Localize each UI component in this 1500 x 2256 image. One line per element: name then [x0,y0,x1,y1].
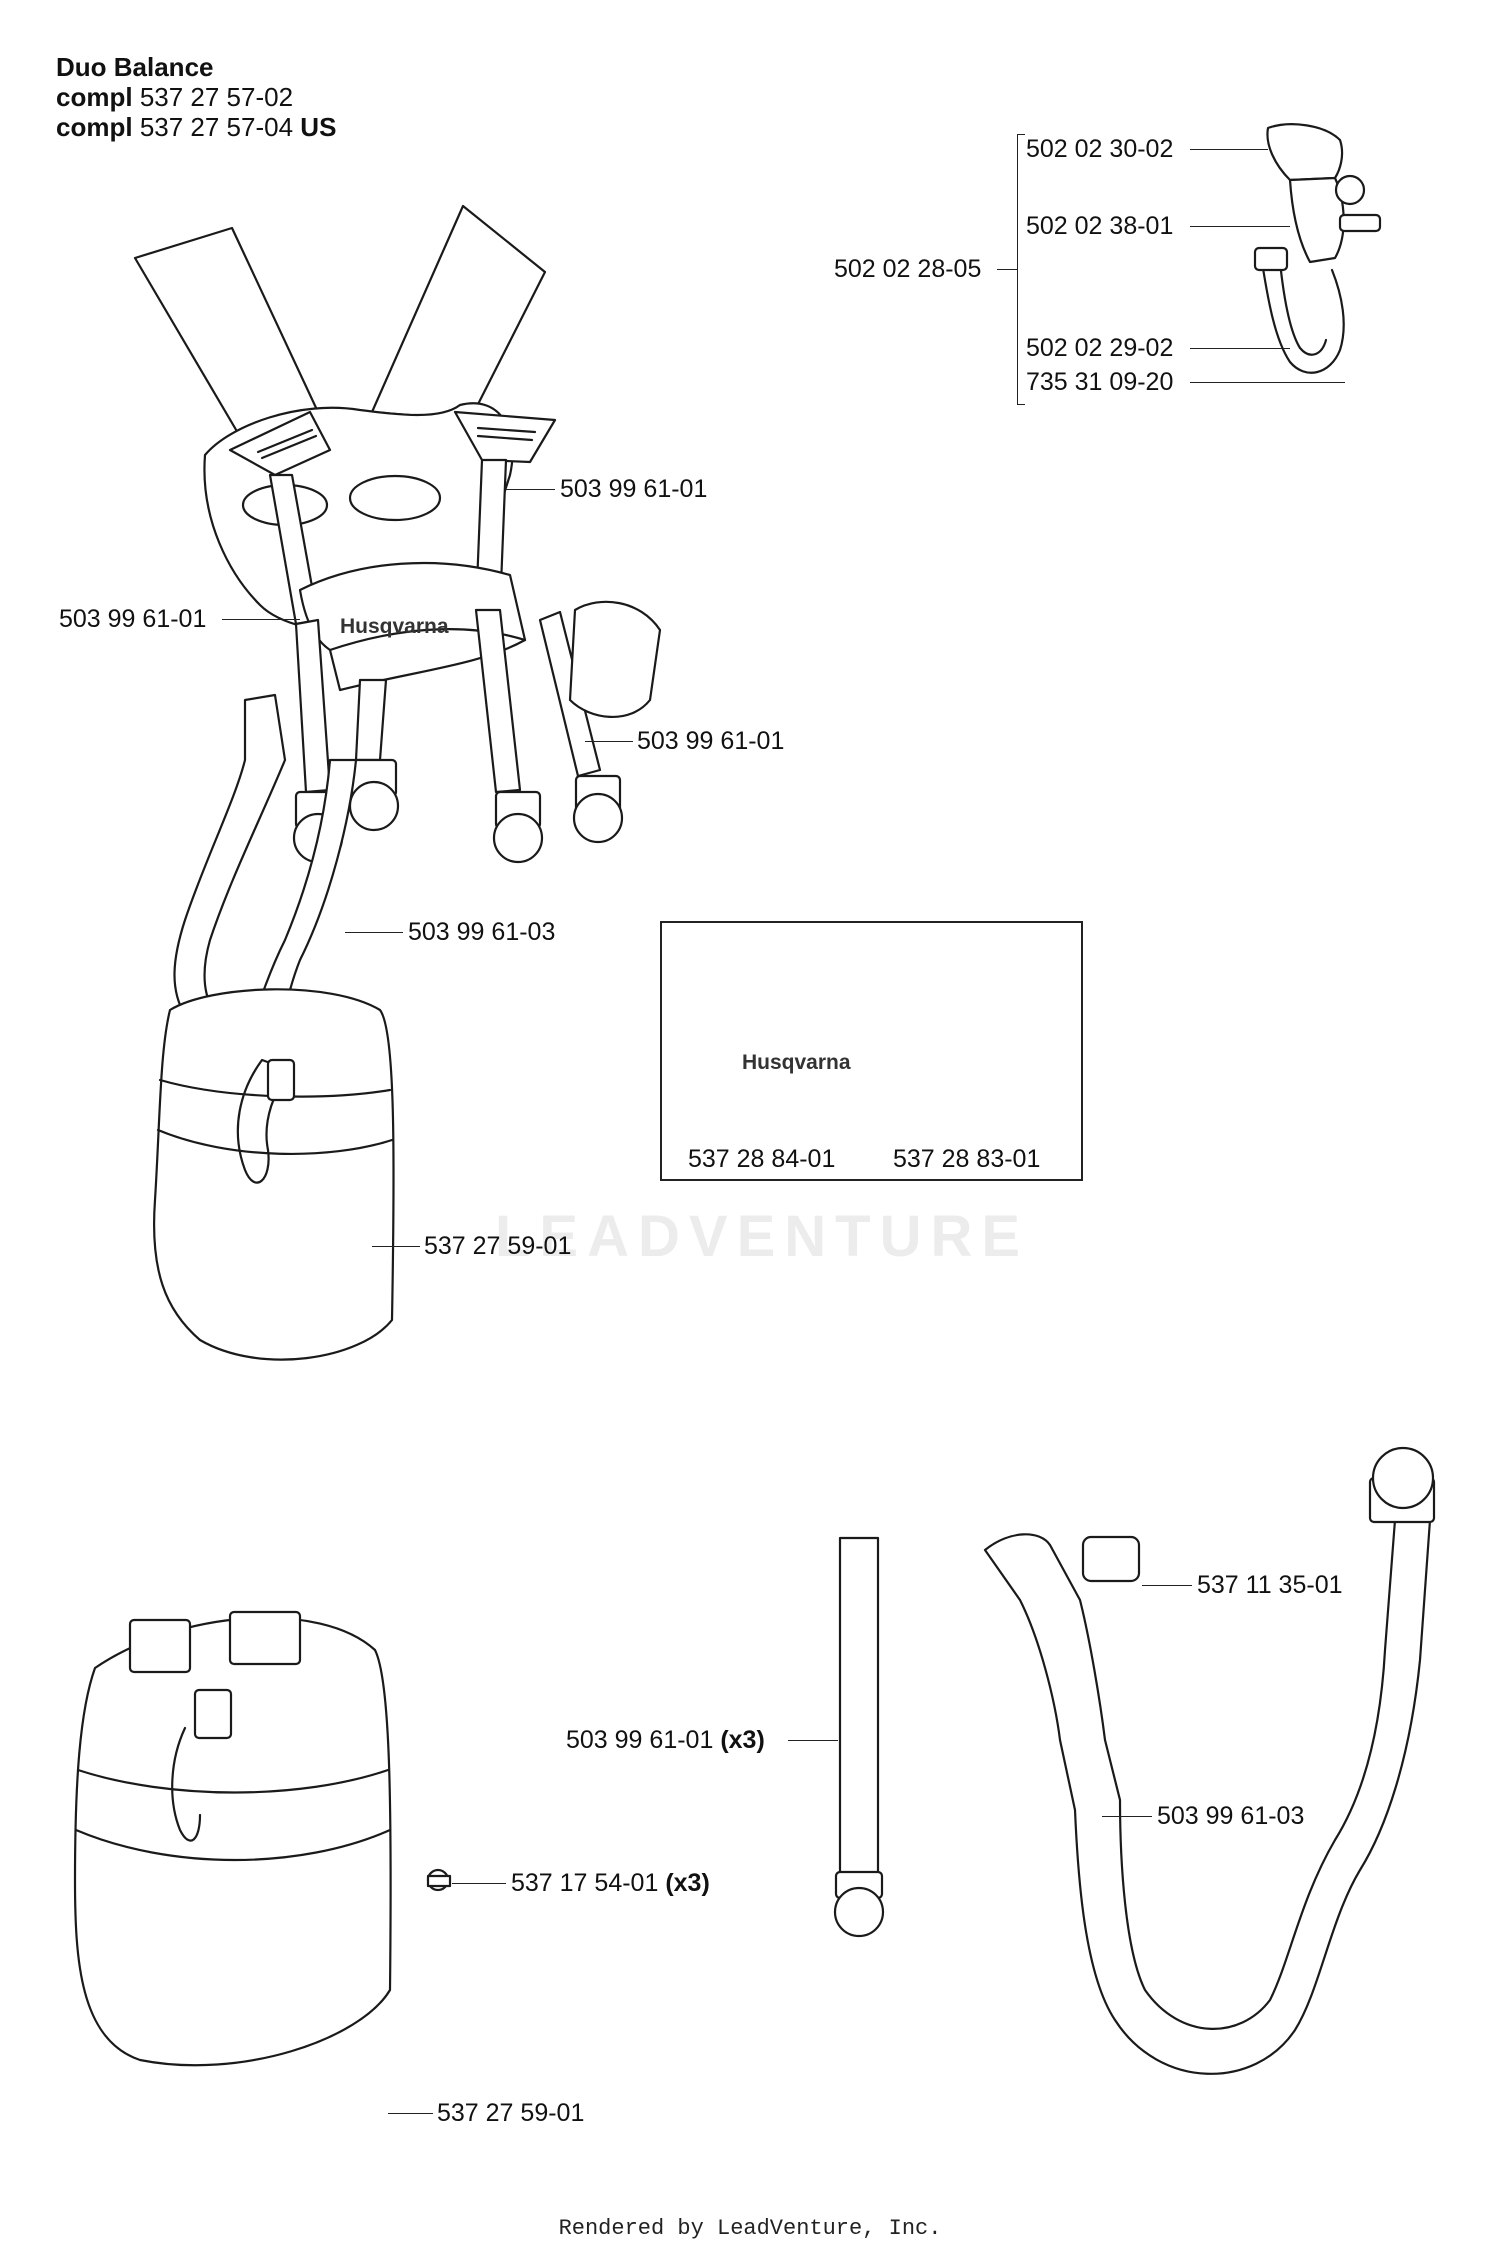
callout-screw: 537 17 54-01 (x3) [511,1869,710,1897]
leader-clip-cover [1190,149,1268,150]
callout-clip-pin: 502 02 38-01 [1026,212,1174,240]
leader-belt-single [1102,1816,1152,1817]
detail-inset [660,921,1083,1181]
leader-strap-buckle [1142,1585,1192,1586]
clip-assembly-illustration [1253,123,1382,374]
leader-strap-left [222,619,300,620]
harness-belt-left [173,693,287,1017]
callout-strap-lower-right: 503 99 61-01 [637,727,785,755]
buckle [1081,1535,1141,1583]
callout-strap-buckle: 537 11 35-01 [1197,1571,1343,1599]
leader-clip-hook [1190,348,1290,349]
leader-hip-pad-bottom [388,2113,433,2114]
leader-strap-upper-right [505,489,555,490]
leader-clip-spring [1190,382,1345,383]
leader-waist-belt [345,932,403,933]
watermark: LEADVENTURE [495,1204,1030,1269]
brand-label: Husqvarna [742,1051,851,1074]
single-belt-illustration [983,1446,1436,2075]
callout-strap-single: 503 99 61-01 (x3) [566,1726,765,1754]
callout-belt-single: 503 99 61-03 [1157,1802,1305,1830]
side-pad [568,600,662,719]
hanging-strap-3 [474,608,522,794]
callout-pad-right: 537 28 83-01 [893,1145,1041,1173]
leader-screw [452,1883,506,1884]
diagram-subtitle-2: compl 537 27 57-04 US [56,112,337,142]
leader-strap-single [788,1740,838,1741]
single-strap-illustration [833,1536,885,1938]
harness-illustration [133,204,662,1361]
leader-clip-assembly [997,269,1017,270]
bracket-clip-assembly [1017,134,1018,404]
callout-clip-cover: 502 02 30-02 [1026,135,1174,163]
diagram-title: Duo Balance [56,52,214,82]
leader-strap-lower-right [585,741,633,742]
callout-pad-left: 537 28 84-01 [688,1145,836,1173]
callout-waist-belt: 503 99 61-03 [408,918,556,946]
clip-pin [1338,213,1382,233]
clip-hook [1260,260,1345,374]
callout-strap-upper-right: 503 99 61-01 [560,475,708,503]
callout-clip-hook: 502 02 29-02 [1026,334,1174,362]
bottom-hip-pad-illustration [73,1610,392,2067]
callout-hip-pad-top: 537 27 59-01 [424,1232,572,1260]
footer-credit: Rendered by LeadVenture, Inc. [558,2216,942,2241]
leader-hip-pad-top [372,1246,420,1247]
brand-label-harness: Husqvarna [340,615,449,638]
screw-illustration [426,1868,452,1892]
leader-clip-pin [1190,226,1290,227]
clip-cover [1266,123,1344,182]
hanging-strap-2 [354,678,388,762]
callout-hip-pad-bottom: 537 27 59-01 [437,2099,585,2127]
callout-clip-spring: 735 31 09-20 [1026,368,1174,396]
diagram-subtitle-1: compl 537 27 57-02 [56,82,294,112]
right-shoulder-strap [370,204,547,422]
callout-strap-left: 503 99 61-01 [59,605,207,633]
clip-knob [1334,174,1366,206]
harness-hip-pad [153,988,395,1361]
back-plate-hole-right [348,474,442,522]
callout-clip-assembly: 502 02 28-05 [834,255,982,283]
